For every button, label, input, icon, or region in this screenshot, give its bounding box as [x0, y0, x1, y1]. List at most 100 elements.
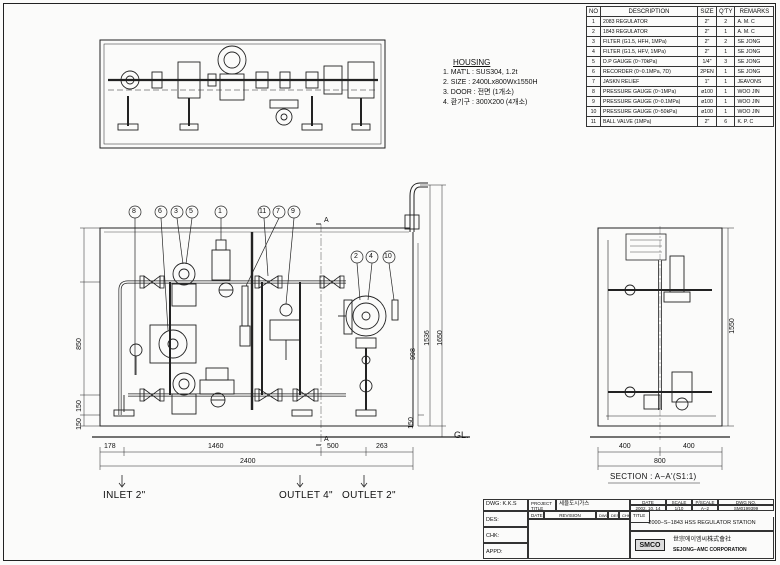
cell-no: 4	[586, 46, 601, 57]
dim-2400: 2400	[240, 458, 256, 465]
cell-remarks: A. M. C	[734, 16, 775, 27]
cell-qty: 3	[715, 56, 736, 67]
cell-size: 2"	[697, 36, 717, 47]
housing-line: 4. 환기구 : 300X200 (4개소)	[443, 99, 528, 106]
company-name-en: SEJONG−AMC CORPORATION	[673, 547, 747, 553]
dim-850: 850	[75, 338, 83, 350]
callout-3: 3	[174, 208, 178, 215]
cell-qty: 1	[715, 66, 736, 77]
cell-remarks: A. M. C	[734, 26, 775, 37]
project-title-label: PROJECT TITLE	[528, 499, 556, 511]
housing-notes: HOUSING 1. MAT'L : SUS304, 1.2t 2. SIZE …	[443, 58, 538, 108]
cell-description: 1843 REGULATOR	[600, 26, 698, 37]
dim-150: 150	[75, 418, 83, 430]
cell-remarks: WOO JIN	[734, 96, 775, 107]
date-value: 2002. 10. 14	[630, 505, 666, 511]
header-size: SIZE	[697, 6, 717, 17]
chk-label: CHK:	[483, 527, 528, 543]
dimension-lines	[80, 184, 446, 470]
cell-remarks: JEAVONS	[734, 76, 775, 87]
cell-qty: 1	[715, 46, 736, 57]
scale-value: 1/10	[666, 505, 692, 511]
callout-1: 1	[218, 208, 222, 215]
cell-description: D.P GAUGE (0~70kPa)	[600, 56, 698, 67]
plan-view	[99, 39, 386, 149]
cell-size: 2"	[697, 26, 717, 37]
cell-description: BALL VALVE (1MPa)	[600, 116, 698, 127]
housing-line: 2. SIZE : 2400Lx800Wx1550H	[443, 79, 538, 86]
dim-500: 500	[327, 443, 339, 450]
sheet-border	[3, 3, 776, 561]
dim-400: 400	[683, 443, 695, 450]
cell-description: PRESSURE GAUGE (0~0.1MPa)	[600, 96, 698, 107]
cell-description: PRESSURE GAUGE (0~1MPa)	[600, 86, 698, 97]
cell-size: ø100	[697, 106, 717, 117]
callout-8: 8	[132, 208, 136, 215]
cell-size: 2"	[697, 116, 717, 127]
cell-qty: 1	[715, 106, 736, 117]
section-marker-bottom: A	[324, 436, 329, 443]
dim-178: 178	[104, 443, 116, 450]
callout-9: 9	[291, 208, 295, 215]
cell-size: ø100	[697, 96, 717, 107]
header-remarks: REMARKS	[734, 6, 775, 17]
callout-5: 5	[189, 208, 193, 215]
rev-date-label: DATE	[528, 511, 544, 519]
outlet-4-label: OUTLET 4"	[279, 490, 333, 501]
company-area	[630, 531, 774, 559]
cell-size: ø100	[697, 86, 717, 97]
housing-line: 1. MAT'L : SUS304, 1.2t	[443, 69, 518, 76]
cell-qty: 1	[715, 76, 736, 87]
dwg-by: DWG: K.K.S	[483, 499, 528, 511]
cell-description: PRESSURE GAUGE (0~50kPa)	[600, 106, 698, 117]
cell-remarks: SE JONG	[734, 56, 775, 67]
cell-size: 2"	[697, 16, 717, 27]
dwg-no-label: DWG NO.	[718, 499, 774, 505]
dwg-no-value: SM0199399	[718, 505, 774, 511]
cell-remarks: SE JONG	[734, 46, 775, 57]
pscale-value: A−2	[692, 505, 718, 511]
cell-no: 2	[586, 26, 601, 37]
cell-remarks: SE JONG	[734, 36, 775, 47]
dim-150: 150	[75, 400, 83, 412]
cell-no: 3	[586, 36, 601, 47]
cell-description: FILTER (G1.5, HFV, 1MPa)	[600, 46, 698, 57]
header-qty: Q'TY	[715, 6, 736, 17]
housing-line: 3. DOOR : 전면 (1개소)	[443, 89, 514, 96]
cell-qty: 1	[715, 86, 736, 97]
pscale-label: P/SCALE	[692, 499, 718, 505]
cell-no: 9	[586, 96, 601, 107]
outlet-2-label: OUTLET 2"	[342, 490, 396, 501]
header-description: DESCRIPTION	[600, 6, 698, 17]
dim-150: 150	[407, 417, 415, 429]
cell-remarks: WOO JIN	[734, 106, 775, 117]
dim-1550: 1550	[728, 318, 736, 334]
revision-label: REVISION	[544, 511, 596, 519]
dim-1536: 1536	[423, 330, 431, 346]
drawing-title: 2000−S−1843 HSS REGULATOR STATION	[630, 517, 774, 531]
front-view	[92, 182, 470, 446]
cell-no: 6	[586, 66, 601, 77]
section-view	[590, 226, 734, 484]
rev-des-label: DES	[608, 511, 619, 519]
cell-description: 2083 REGULATOR	[600, 16, 698, 27]
callout-6: 6	[158, 208, 162, 215]
cell-no: 11	[586, 116, 601, 127]
cell-description: RECORDER (0~0.1MPa, 7D)	[600, 66, 698, 77]
header-no: NO	[586, 6, 601, 17]
des-label: DES:	[483, 511, 528, 527]
cell-size: 2"	[697, 46, 717, 57]
cell-qty: 6	[715, 116, 736, 127]
